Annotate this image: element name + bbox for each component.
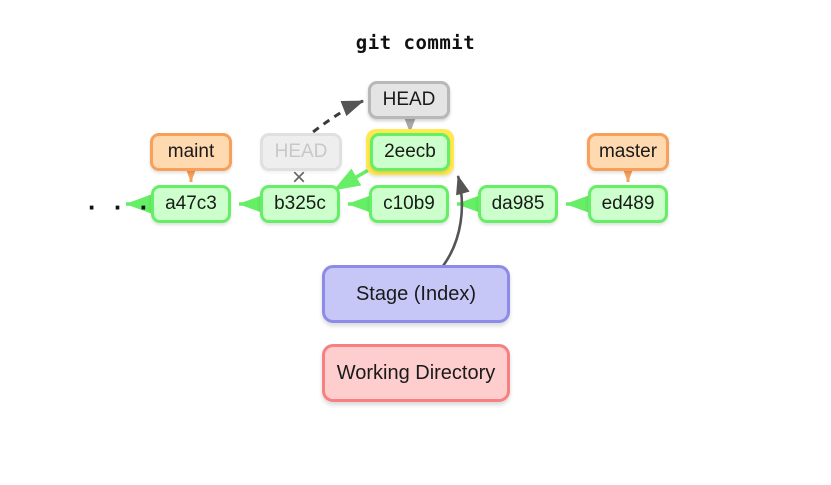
branch-label-maint[interactable]: maint xyxy=(150,133,232,171)
commit-node-ed489[interactable]: ed489 xyxy=(588,185,668,223)
commit-node-b325c[interactable]: b325c xyxy=(260,185,340,223)
working-directory-box[interactable]: Working Directory xyxy=(322,344,510,402)
working-directory-label: Working Directory xyxy=(336,361,496,384)
head-pointer-previous: HEAD xyxy=(260,133,342,171)
commit-node-da985[interactable]: da985 xyxy=(478,185,558,223)
head-pointer-label: HEAD xyxy=(382,89,436,110)
commit-node-c10b9-label: c10b9 xyxy=(383,193,435,214)
stage-index-label: Stage (Index) xyxy=(355,282,477,305)
head-pointer[interactable]: HEAD xyxy=(368,81,450,119)
commit-node-2eecb-label: 2eecb xyxy=(384,141,436,162)
stage-index-box[interactable]: Stage (Index) xyxy=(322,265,510,323)
commit-node-da985-label: da985 xyxy=(491,193,545,214)
branch-label-master-text: master xyxy=(598,141,658,162)
commit-node-b325c-label: b325c xyxy=(274,193,326,214)
head-pointer-previous-label: HEAD xyxy=(274,141,328,162)
branch-label-maint-text: maint xyxy=(167,141,215,162)
commit-node-2eecb[interactable]: 2eecb xyxy=(370,133,450,171)
edge-2eecb-b325c xyxy=(333,166,373,192)
history-ellipsis: · · · xyxy=(88,192,154,222)
page-title: git commit xyxy=(355,32,476,54)
commit-node-a47c3-label: a47c3 xyxy=(165,193,217,214)
branch-label-master[interactable]: master xyxy=(587,133,669,171)
head-detach-x-icon: × xyxy=(292,164,307,191)
commit-node-ed489-label: ed489 xyxy=(601,193,655,214)
commit-node-a47c3[interactable]: a47c3 xyxy=(151,185,231,223)
commit-node-c10b9[interactable]: c10b9 xyxy=(369,185,449,223)
